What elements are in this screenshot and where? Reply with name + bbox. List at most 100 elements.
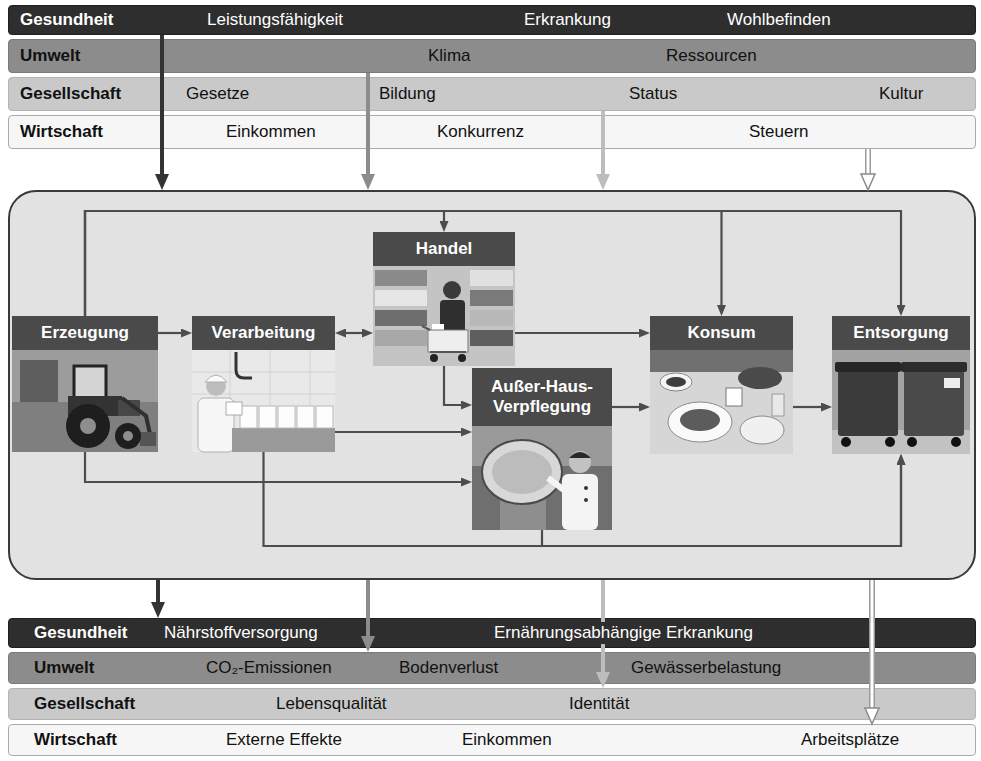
tiled-wall [192,350,335,452]
stage-heading: Außer-Haus-Verpflegung [472,368,612,426]
kitchen-wall [472,426,612,466]
band-heading: Umwelt [30,657,98,679]
impact-band: GesellschaftLebensqualitätIdentität [8,688,976,720]
band-item: CO₂-Emissionen [202,657,336,679]
band-item: Ernährungsabhängige Erkrankung [490,622,757,644]
band-item: Arbeitsplätze [797,729,903,751]
chef-arm [548,478,564,490]
impact-band: UmweltKlimaRessourcen [8,39,976,73]
worker-head [206,376,226,396]
tractor-hood [118,400,140,416]
kettle-base [500,498,546,530]
waste-container [838,370,898,436]
container-wheel [841,437,851,447]
band-item: Einkommen [458,729,556,751]
container-sticker [944,378,960,388]
farm-photo [12,350,158,452]
chef-hair [569,452,591,458]
container-wheel [951,437,961,447]
shelf-goods [375,330,427,346]
yard [12,402,158,452]
bowl [660,373,692,391]
stage-box: Erzeugung [12,316,158,452]
stage-heading: Erzeugung [12,316,158,350]
stage-box: Entsorgung [832,316,970,454]
band-item: Ressourcen [662,45,761,67]
photo-ground [12,350,158,452]
shop-photo [373,266,515,366]
cart-goods [432,324,444,334]
shelf-goods [375,290,427,306]
tile-joints [192,350,335,452]
stage-box: Verarbeitung [192,316,335,452]
flow-arrow [868,149,869,176]
jacket-button [584,498,588,502]
stage-heading: Konsum [650,316,793,350]
dairy-photo [192,350,335,452]
water-pipe [236,352,252,378]
band-item: Leistungsfähigkeit [203,9,347,31]
tractor-wheel [115,423,141,449]
impact-band: UmweltCO₂-EmissionenBodenverlustGewässer… [8,652,976,684]
band-item: Lebensqualität [272,693,391,715]
cart-wheel [430,354,438,362]
tractor-wheel [66,404,110,448]
shelf-goods [470,330,513,346]
kitchen-photo [472,426,612,530]
impact-band: WirtschaftEinkommenKonkurrenzSteuern [8,115,976,149]
cheese-in-hand [226,402,242,415]
band-item: Bildung [375,83,440,105]
chef-head [569,451,591,473]
container-lid [901,362,967,372]
band-item: Wohlbefinden [723,9,835,31]
container-wheel [907,437,917,447]
band-heading: Gesundheit [16,9,118,31]
band-item: Konkurrenz [433,121,528,143]
barn-wall [12,350,158,402]
tractor-body [68,396,122,416]
cheese-wheel [297,406,314,428]
band-heading: Umwelt [16,45,84,67]
band-heading: Wirtschaft [16,121,107,143]
jacket-button [584,486,588,490]
waste-photo [832,350,970,454]
shopper-head [443,281,461,299]
band-item: Steuern [745,121,813,143]
kettle-lid [492,450,552,494]
band-item: Status [625,83,681,105]
shop-back [373,266,515,366]
chef-jacket [562,474,598,530]
table-back [650,350,793,372]
yard-wall [832,350,970,454]
arrow-line [867,149,870,176]
band-item: Kultur [875,83,927,105]
stage-heading: Verarbeitung [192,316,335,350]
band-item: Bodenverlust [395,657,502,679]
plate [740,416,784,444]
tablecloth [650,350,793,454]
cheese-wheel [259,406,276,428]
band-heading: Gesundheit [30,622,132,644]
band-item: Nährstoffversorgung [160,622,322,644]
waste-container [904,370,964,436]
tractor-cabin [74,366,106,398]
yard-floor [832,430,970,454]
container-wheel [885,437,895,447]
barn-door [20,360,58,402]
stage-box: Konsum [650,316,793,454]
cup [726,388,742,406]
worker-cap [205,375,227,382]
fruit-bowl [738,367,782,389]
band-heading: Gesellschaft [30,693,139,715]
glass [772,394,784,416]
loader-bucket [140,432,156,446]
cart-wheel [458,354,466,362]
arrow-outline [865,149,871,176]
band-item: Erkrankung [520,9,615,31]
shelf-goods [470,310,513,326]
shopper-body [440,300,465,340]
shelf-goods [470,290,513,306]
band-item: Gesetze [182,83,253,105]
shelf-goods [375,310,427,326]
shelf-goods [470,270,513,286]
